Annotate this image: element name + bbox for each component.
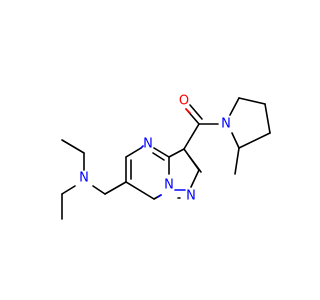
bond-linker-ring — [104, 181, 127, 195]
bond-c2p-c3p — [238, 132, 271, 149]
bond-c3a-n4-double-inner — [152, 152, 165, 161]
bond-c3-carbonyl — [183, 123, 200, 150]
molecule-structure-diagram: N N N N N O — [0, 0, 300, 300]
bond-c5p-n — [229, 97, 240, 116]
bond-n-c2p — [231, 132, 240, 149]
atom-n-pyrrolidine: N — [221, 117, 231, 132]
atom-n-amine: N — [79, 171, 89, 186]
bond-c7-c6 — [125, 181, 155, 200]
bond-c3p-c4p — [264, 103, 271, 134]
hetero-bond-group — [140, 108, 191, 198]
bond-c7-nbridge-blue — [157, 194, 162, 198]
bond-group — [61, 97, 271, 220]
atom-n-pyrimidine: N — [143, 137, 153, 152]
atom-labels: N N N N N O — [79, 94, 231, 204]
bond-n4-left-half — [140, 145, 144, 149]
bond-c4p-c5p — [238, 97, 266, 105]
bond-c5-n4 — [125, 147, 142, 158]
bond-c2-n1 — [190, 169, 200, 188]
bond-c3a-c3 — [168, 148, 185, 158]
atom-n-bridgehead: N — [164, 178, 174, 193]
bond-c2p-methyl — [234, 147, 240, 175]
canvas-background — [0, 0, 300, 300]
bond-ethyl2-n-ch2 — [61, 185, 76, 195]
bond-n-linker — [92, 185, 106, 195]
atom-o-carbonyl: O — [179, 94, 189, 109]
atom-n-pyrazole: N — [186, 189, 196, 204]
bond-c3a-n4-double — [153, 147, 170, 158]
bond-ethyl1-ch3-ch2 — [61, 139, 85, 154]
bond-carbonyl-o-double — [189, 104, 203, 120]
bond-carbonyl-o-red — [185, 108, 191, 114]
